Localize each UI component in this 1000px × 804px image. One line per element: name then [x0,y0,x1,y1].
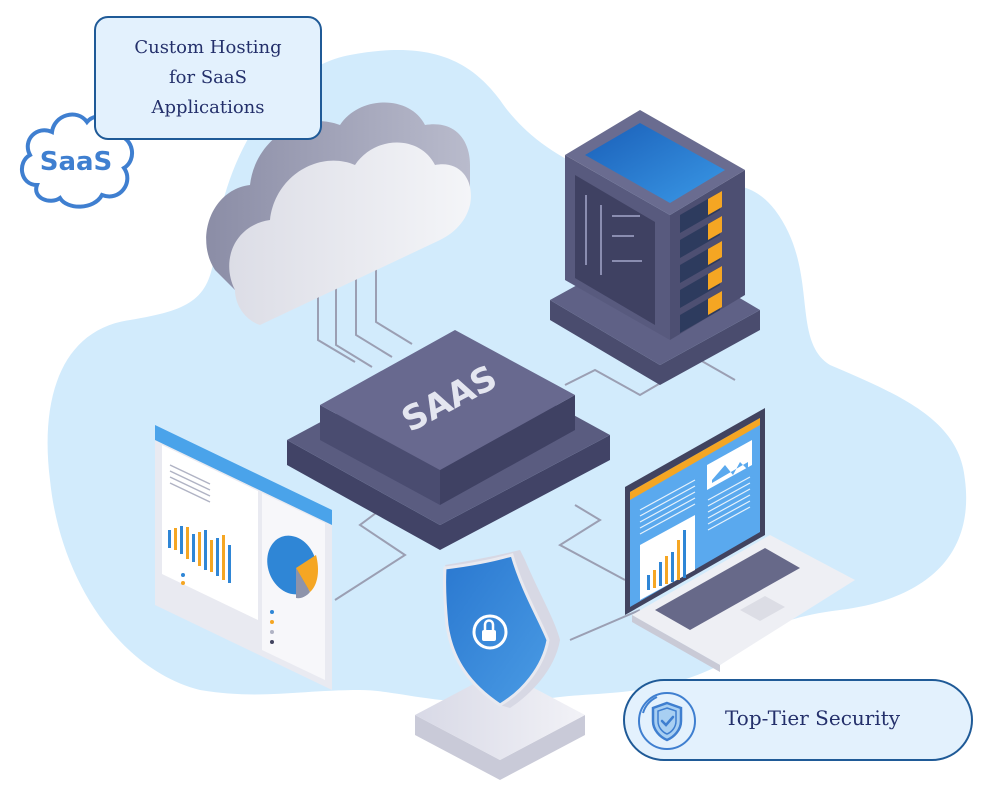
laptop-keyboard [655,548,800,630]
saas-cloud-label: SaaS [40,147,113,177]
server-rack-illustration [550,110,760,385]
title-line-1: Custom Hosting [134,37,282,58]
title-line-3: Applications [151,97,265,118]
cloud-illustration [206,102,471,325]
title-line-2: for SaaS [169,67,247,88]
dashboard-panel-illustration [155,425,332,690]
security-shield-illustration [415,550,585,780]
shield-check-icon [635,689,699,757]
saas-chip-illustration: SAAS [287,330,610,550]
laptop-illustration [625,408,855,672]
security-feature-label: Top-Tier Security [725,706,901,730]
dashboard-pie [267,535,318,599]
title-card: Custom Hosting for SaaS Applications [94,16,322,140]
server-drive-bays [680,191,722,333]
dashboard-bars [168,526,231,583]
laptop-chart-bars [647,530,686,590]
security-feature-pill: Top-Tier Security [623,679,973,761]
connector-lines [317,240,736,641]
